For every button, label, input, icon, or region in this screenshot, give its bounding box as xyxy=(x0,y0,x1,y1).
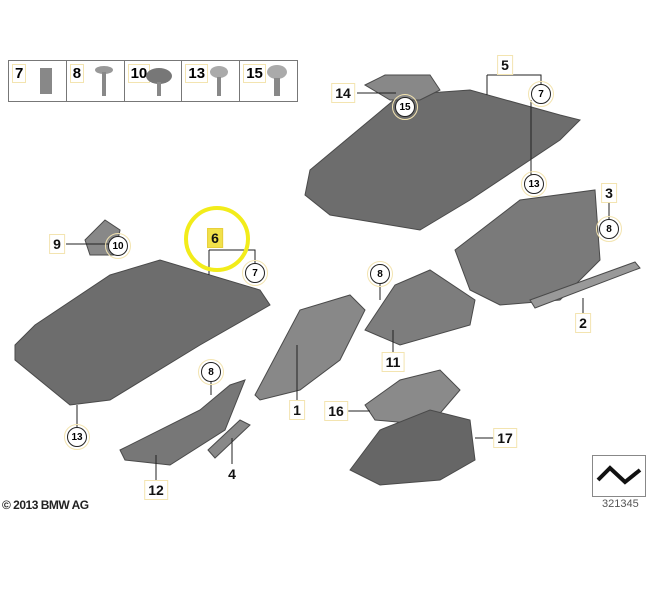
fastener-cell: 10 xyxy=(125,61,183,101)
fastener-number: 7 xyxy=(12,64,27,83)
callout-circle-10[interactable]: 10 xyxy=(105,233,131,259)
callout-12[interactable]: 12 xyxy=(144,480,168,500)
callout-circle-8[interactable]: 8 xyxy=(596,216,622,242)
callout-5[interactable]: 5 xyxy=(497,55,513,75)
callout-16[interactable]: 16 xyxy=(324,401,348,421)
callout-circle-7[interactable]: 7 xyxy=(242,260,268,286)
callout-circle-13[interactable]: 13 xyxy=(64,424,90,450)
part-17-housing xyxy=(349,409,476,486)
callout-2[interactable]: 2 xyxy=(575,313,591,333)
part-2-strip xyxy=(529,261,641,309)
callout-6-selected[interactable]: 6 xyxy=(207,228,223,248)
oval-head-screw-icon xyxy=(210,66,229,96)
fastener-cell: 7 xyxy=(9,61,67,101)
highlight-circle xyxy=(184,206,250,272)
part-4-strip xyxy=(207,419,251,459)
torx-screw-icon xyxy=(266,65,287,96)
fastener-number: 13 xyxy=(185,64,209,83)
fastener-number: 15 xyxy=(243,64,266,83)
part-11-cover xyxy=(364,269,476,346)
part-3-frame xyxy=(454,189,601,306)
callout-1[interactable]: 1 xyxy=(289,400,305,420)
navigation-arrow-button[interactable] xyxy=(592,455,646,497)
callout-circle-8[interactable]: 8 xyxy=(367,261,393,287)
callout-14[interactable]: 14 xyxy=(331,83,355,103)
part-12-lid xyxy=(119,379,246,466)
image-number: 321345 xyxy=(602,498,639,510)
clip-nut-icon xyxy=(39,68,52,94)
leader-lines xyxy=(66,74,610,480)
callout-4[interactable]: 4 xyxy=(225,465,239,483)
part-5-upper-trim xyxy=(304,89,581,231)
callout-circle-7[interactable]: 7 xyxy=(528,81,554,107)
callout-9[interactable]: 9 xyxy=(49,234,65,254)
copyright: © 2013 BMW AG xyxy=(2,498,89,512)
navigation-arrow-icon xyxy=(596,465,642,485)
fastener-number: 8 xyxy=(69,64,85,83)
part-6-glovebox xyxy=(14,259,271,406)
callout-11[interactable]: 11 xyxy=(381,352,405,372)
fasteners-table: 7 8 10 13 15 xyxy=(8,60,298,102)
hex-collar-screw-icon xyxy=(146,68,173,96)
fastener-cell: 13 xyxy=(182,61,241,101)
part-1-frame xyxy=(254,294,366,401)
fastener-cell: 8 xyxy=(67,61,125,101)
fastener-cell: 15 xyxy=(240,61,297,101)
callout-circle-15[interactable]: 15 xyxy=(392,94,418,120)
callout-circle-13[interactable]: 13 xyxy=(521,171,547,197)
tapping-screw-icon xyxy=(94,66,113,96)
callout-circle-8[interactable]: 8 xyxy=(198,359,224,385)
callout-3[interactable]: 3 xyxy=(601,183,617,203)
callout-17[interactable]: 17 xyxy=(493,428,517,448)
part-14-bracket xyxy=(363,74,441,101)
